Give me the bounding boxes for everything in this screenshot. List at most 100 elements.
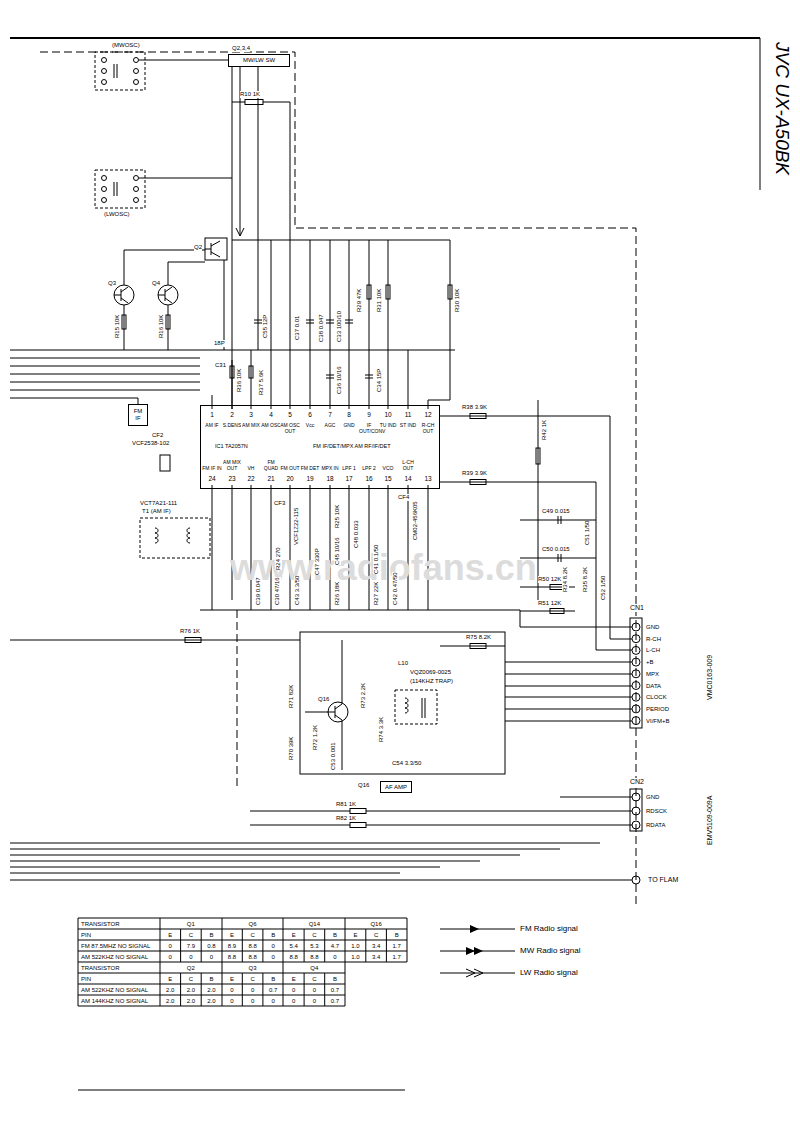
table-cell: 0 — [230, 986, 233, 993]
table-cell: C — [250, 975, 254, 982]
table-cell: 0.8 — [207, 942, 215, 949]
table-cell: 3.4 — [372, 942, 380, 949]
component-label: R76 1K — [180, 628, 200, 635]
component-label: C52 1/50 — [600, 576, 607, 600]
pin-number: 15 — [384, 475, 391, 482]
component-label: 18P — [214, 340, 225, 347]
table-cell: E — [353, 931, 357, 938]
component-label: R24 270 — [275, 547, 282, 570]
table-cell: 2.0 — [187, 997, 195, 1004]
pin-name: R-CH OUT — [418, 423, 438, 434]
table-cell: 2.0 — [207, 986, 215, 993]
pin-number: 10 — [384, 411, 391, 418]
component-label: Q4 — [152, 280, 160, 287]
pin-name: TU IND — [378, 423, 398, 429]
table-cell: C — [189, 931, 193, 938]
pin-number: 1 — [210, 411, 214, 418]
table-cell: 8.8 — [290, 953, 298, 960]
table-cell: 0 — [169, 953, 172, 960]
block-label-box: FM IF — [128, 404, 148, 426]
connector-pin-label: PERIOD — [646, 706, 669, 713]
connector-pin-label: DATA — [646, 682, 661, 689]
table-cell: Q2 — [187, 964, 195, 971]
connector-pin-label: GND — [646, 624, 659, 631]
pin-name: VCO — [378, 466, 398, 472]
table-cell: AM 522KHZ NO SIGNAL — [81, 986, 148, 993]
pin-name: S.DENS — [222, 423, 242, 429]
component-label: C54 3.3/50 — [392, 760, 421, 767]
component-label: R27 22K — [373, 582, 380, 605]
connector-pin-label: RDATA — [646, 822, 665, 829]
component-label: T1 (AM IF) — [142, 508, 171, 515]
connector-pin-label: VI/FM+B — [646, 717, 670, 724]
component-label: C51 1/50 — [584, 521, 591, 545]
table-cell: 0 — [272, 942, 275, 949]
component-label: Q3 — [108, 280, 116, 287]
table-cell: AM 522KHZ NO SIGNAL — [81, 953, 148, 960]
component-label: C38 0.047 — [318, 314, 325, 342]
component-label: Q16 — [318, 696, 329, 703]
table-cell: Q1 — [187, 920, 195, 927]
pin-number: 8 — [347, 411, 351, 418]
component-label: R73 2.2K — [360, 683, 367, 708]
pin-number: 20 — [286, 475, 293, 482]
pin-name: AM OSC — [261, 423, 281, 429]
table-cell: 2.0 — [166, 986, 174, 993]
table-cell: 0 — [313, 986, 316, 993]
pin-number: 18 — [326, 475, 333, 482]
table-cell: 0.7 — [331, 997, 339, 1004]
pin-number: 24 — [208, 475, 215, 482]
component-label: CM02-456K05 — [412, 501, 419, 540]
node-text: FM IF — [131, 408, 145, 421]
pin-name: FM OUT — [280, 466, 300, 472]
pin-number: 4 — [269, 411, 273, 418]
node-text: MW/LW SW — [243, 57, 275, 64]
table-cell: 0 — [333, 953, 336, 960]
table-cell: C — [250, 931, 254, 938]
pin-name: AM MIX — [241, 423, 261, 429]
connector-pin-label: R-CH — [646, 635, 661, 642]
component-label: L10 — [398, 660, 408, 667]
component-label: R71 82K — [288, 685, 295, 708]
connector-pin-label: RDSCK — [646, 808, 667, 815]
component-label: R36 10K — [236, 369, 243, 392]
component-label: R81 1K — [336, 801, 356, 808]
component-label: C30 47/16 — [274, 577, 281, 605]
component-label: R38 3.9K — [462, 404, 487, 411]
table-cell: B — [333, 975, 337, 982]
table-cell: E — [292, 975, 296, 982]
table-cell: E — [230, 975, 234, 982]
component-label: C42 0.47/50 — [392, 572, 399, 605]
pin-number: 23 — [228, 475, 235, 482]
table-cell: 8.9 — [228, 942, 236, 949]
table-cell: B — [333, 931, 337, 938]
table-cell: Q14 — [309, 920, 320, 927]
component-label: VQZ0069-0025 — [410, 669, 451, 676]
pin-name: MPX IN — [320, 466, 340, 472]
table-cell: B — [209, 975, 213, 982]
component-label: C34 15P — [376, 369, 383, 392]
table-cell: 5.4 — [290, 942, 298, 949]
table-cell: 0 — [292, 986, 295, 993]
component-label: R51 12K — [538, 600, 561, 607]
connector-pin-label: MPX — [646, 671, 659, 678]
table-cell: PIN — [81, 975, 91, 982]
pin-name: Vcc — [300, 423, 320, 429]
component-label: VCF1Z22-115 — [293, 508, 300, 545]
pin-number: 6 — [308, 411, 312, 418]
table-cell: 0 — [251, 997, 254, 1004]
table-cell: 0 — [189, 953, 192, 960]
pin-number: 19 — [306, 475, 313, 482]
component-label: C31 — [215, 362, 226, 369]
table-cell: 8.8 — [228, 953, 236, 960]
component-label: C53 0.001 — [330, 742, 337, 770]
component-label: CF2 — [152, 432, 163, 439]
component-label: R26 18K — [334, 582, 341, 605]
pin-number: 14 — [404, 475, 411, 482]
pin-name: AGC — [320, 423, 340, 429]
pin-number: 5 — [288, 411, 292, 418]
table-cell: B — [271, 975, 275, 982]
table-cell: C — [312, 931, 316, 938]
component-label: C48 0.033 — [353, 520, 360, 548]
table-cell: 2.0 — [166, 997, 174, 1004]
